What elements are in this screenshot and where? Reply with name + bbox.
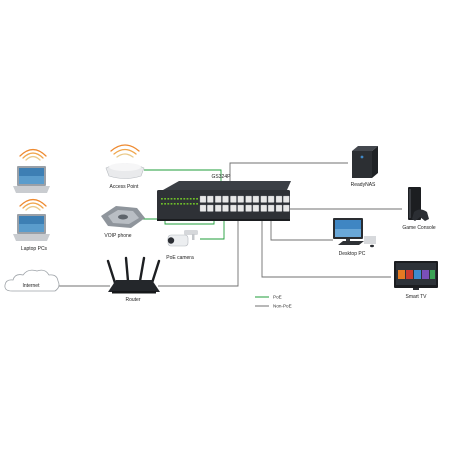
laptop-icon [13,166,50,193]
poe-link-access-point [144,169,222,186]
status-leds [161,198,198,205]
status-led [196,203,198,205]
access-point [105,144,145,179]
status-led [161,198,163,200]
wifi-signal-icon [19,198,47,211]
ethernet-port [237,204,244,212]
status-led [193,198,195,200]
ethernet-port [199,195,207,203]
router-icon [106,256,161,294]
ethernet-port [267,195,275,203]
status-led [186,198,189,200]
ethernet-port [215,204,222,212]
ethernet-port [237,195,244,203]
ethernet-port [275,195,283,203]
link-readynas [229,162,348,186]
desktop-pc-label: Desktop PC [339,251,366,257]
ethernet-port [215,195,222,203]
status-led [173,203,176,205]
status-led [189,198,192,200]
readynas-label: ReadyNAS [351,182,376,188]
link-smart-tv [261,210,391,278]
legend-poe-label: PoE [273,295,282,300]
wifi-signal-icon [19,148,47,161]
status-led [167,203,170,205]
smart-tv-label: Smart TV [405,294,427,300]
ethernet-port [275,204,283,212]
status-led [180,203,182,205]
cloud-icon [4,269,60,292]
camera-icon [167,230,198,247]
ethernet-port [230,204,237,212]
status-led [164,203,166,205]
ethernet-port [283,204,290,212]
ethernet-port [230,195,237,203]
status-led [170,203,173,205]
access-point-icon [105,163,145,179]
switch-gs324p [157,181,291,221]
ethernet-port [222,204,229,212]
ethernet-port [260,204,267,212]
link-router [158,210,239,287]
poe-camera-label: PoE camera [166,255,194,261]
port-grid [199,195,290,212]
status-led [183,203,186,205]
legend-nonpoe-label: Non-PoE [273,304,292,309]
ethernet-port [245,195,252,203]
status-led [180,198,182,200]
laptop-2 [13,198,50,241]
ethernet-port [245,204,252,212]
status-led [186,203,189,205]
tv-icon [394,261,438,290]
ethernet-port [207,195,214,203]
game-console-icon [408,187,429,221]
status-led [167,198,170,200]
laptop-1 [13,148,50,193]
legend: PoE Non-PoE [255,295,292,309]
status-led [183,198,186,200]
ethernet-port [267,204,275,212]
status-led [161,203,163,205]
desktop-pc-icon [333,218,376,248]
laptop-pcs-label: Laptop PCs [21,246,48,252]
status-led [189,203,192,205]
ethernet-port [252,204,260,212]
status-led [164,198,166,200]
game-console-label: Game Console [402,225,436,231]
ethernet-port [199,204,207,212]
ethernet-port [222,195,229,203]
status-led [193,203,195,205]
ethernet-port [283,195,290,203]
ethernet-port [252,195,260,203]
status-led [170,198,173,200]
switch-model-label: GS324P [212,174,232,180]
laptop-icon [13,214,50,241]
internet-label: Internet [23,283,41,289]
voip-phone-label: VOIP phone [104,233,131,239]
router-label: Router [125,297,140,303]
status-led [173,198,176,200]
voip-phone-icon [101,206,145,228]
wifi-signal-icon [110,144,140,158]
ethernet-port [260,195,267,203]
nas-icon [352,146,378,178]
access-point-label: Access Point [110,184,140,190]
ethernet-port [207,204,214,212]
status-led [177,198,179,200]
status-led [177,203,179,205]
status-led [196,198,198,200]
